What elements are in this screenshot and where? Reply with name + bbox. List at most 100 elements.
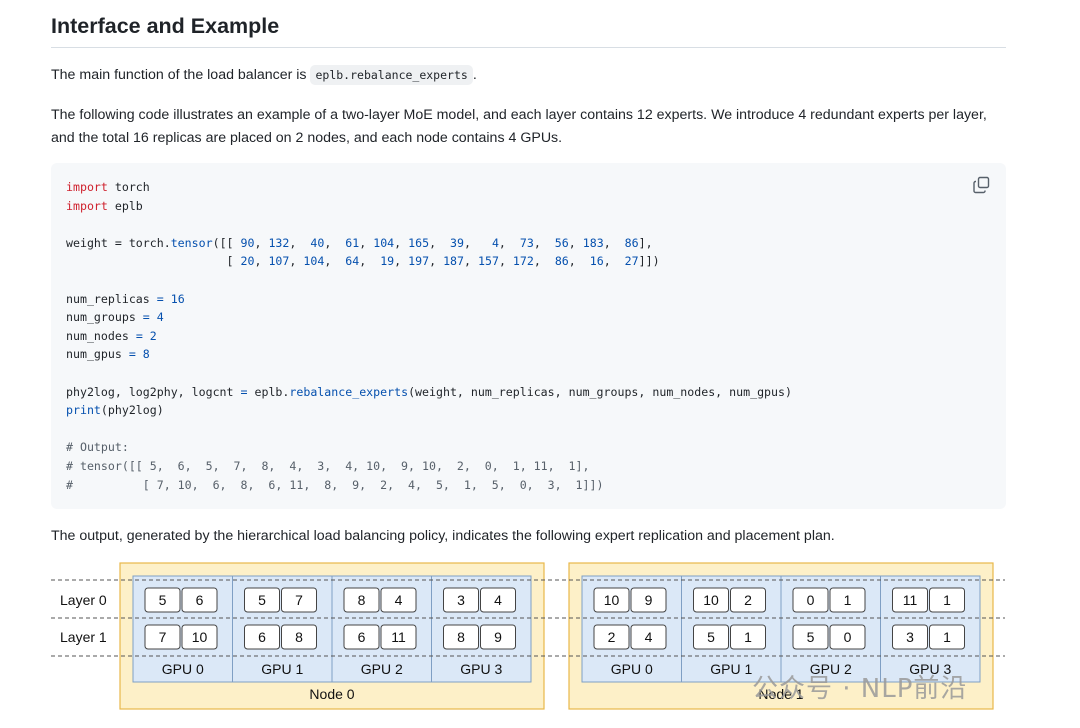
code-line: # [ 7, 10, 6, 8, 6, 11, 8, 9, 2, 4, 5, 1… [66, 476, 792, 495]
expert-id: 4 [395, 592, 403, 608]
code-token: , [429, 254, 444, 269]
code-token: , [498, 235, 520, 250]
code-token: 16 [589, 254, 604, 269]
code-token: , [289, 254, 304, 269]
intro-paragraph: The main function of the load balancer i… [51, 65, 477, 85]
output-paragraph: The output, generated by the hierarchica… [51, 528, 835, 544]
expert-id: 9 [645, 592, 653, 608]
code-line [66, 271, 792, 290]
intro-suffix: . [472, 67, 477, 83]
expert-id: 6 [196, 592, 204, 608]
code-line: weight = torch.tensor([[ 90, 132, 40, 61… [66, 234, 792, 253]
expert-cell [829, 587, 866, 613]
expert-cell [593, 587, 630, 613]
code-token: , [254, 235, 269, 250]
code-token: eplb. [247, 384, 290, 399]
section-heading: Interface and Example [51, 14, 280, 38]
expert-cell [144, 587, 181, 613]
code-token: 19 [380, 254, 395, 269]
code-token: , [603, 235, 625, 250]
code-token: , [359, 254, 381, 269]
expert-id: 8 [295, 629, 303, 645]
expert-cell [593, 624, 630, 650]
expert-id: 4 [494, 592, 502, 608]
expert-cell [281, 624, 317, 650]
code-line [66, 364, 792, 383]
code-token: 183 [582, 235, 604, 250]
watermark: 公众号 · NLP前沿 [752, 674, 968, 704]
code-token: print [66, 403, 101, 418]
code-token: num_nodes [66, 328, 136, 343]
code-token: 40 [310, 235, 325, 250]
code-token: , [533, 235, 555, 250]
expert-cell [730, 624, 766, 650]
code-token: # Output: [66, 440, 129, 455]
expert-cell [281, 587, 317, 613]
code-token: (phy2log) [100, 403, 164, 418]
gpu-label: GPU 3 [460, 661, 502, 677]
code-token: 187 [443, 254, 465, 269]
expert-id: 2 [744, 592, 752, 608]
code-token: , [254, 254, 269, 269]
description-paragraph: The following code illustrates an exampl… [51, 107, 987, 146]
code-token: 172 [512, 254, 534, 269]
expert-id: 2 [608, 629, 616, 645]
code-token [164, 292, 171, 306]
code-token: , [289, 235, 311, 250]
expert-id: 8 [457, 629, 465, 645]
gpu-label: GPU 3 [909, 661, 951, 677]
code-token: , [394, 235, 409, 250]
code-token [143, 329, 150, 343]
expert-cell [693, 624, 729, 650]
expert-cell [630, 587, 667, 613]
code-token: , [429, 235, 451, 250]
code-token: 107 [268, 254, 290, 269]
expert-cell [929, 624, 965, 650]
code-token: ], [638, 235, 653, 250]
code-token: 157 [477, 254, 499, 269]
code-token: tensor [170, 235, 213, 250]
expert-cell [443, 587, 479, 613]
code-line [66, 420, 792, 439]
inline-code: eplb.rebalance_experts [310, 65, 473, 85]
code-token: 20 [240, 254, 255, 269]
expert-id: 1 [744, 629, 752, 645]
code-token: # tensor([[ 5, 6, 5, 7, 8, 4, 3, 4, 10, … [66, 458, 590, 473]
expert-id: 10 [703, 592, 719, 608]
code-token: 104 [373, 235, 395, 250]
expert-id: 0 [807, 592, 815, 608]
code-token: 4 [156, 310, 164, 325]
gpu-label: GPU 2 [810, 661, 852, 677]
expert-id: 6 [258, 629, 266, 645]
expert-cell [343, 587, 380, 613]
expert-id: 3 [457, 592, 465, 608]
code-token: , [533, 254, 555, 269]
code-token: , [324, 235, 346, 250]
expert-cell [443, 624, 479, 650]
code-token: , [568, 235, 583, 250]
gpu-label: GPU 1 [261, 661, 303, 677]
heading-divider [51, 47, 1006, 48]
expert-id: 8 [358, 592, 366, 608]
code-line: num_replicas = 16 [66, 290, 792, 309]
gpu-label: GPU 2 [361, 661, 403, 677]
code-token: 86 [624, 235, 639, 250]
code-token: 27 [624, 254, 639, 269]
copy-icon[interactable] [972, 175, 992, 195]
code-token: , [603, 254, 625, 269]
code-token: weight = torch. [66, 235, 171, 250]
code-token: = [142, 310, 150, 325]
expert-id: 5 [707, 629, 715, 645]
code-token: 64 [345, 254, 360, 269]
expert-cell [829, 624, 866, 650]
expert-id: 5 [258, 592, 266, 608]
code-line: # tensor([[ 5, 6, 5, 7, 8, 4, 3, 4, 10, … [66, 457, 792, 476]
code-token: eplb [107, 198, 143, 213]
code-line: num_nodes = 2 [66, 327, 792, 346]
code-line: import eplb [66, 197, 792, 216]
expert-id: 6 [358, 629, 366, 645]
code-token: 132 [268, 235, 290, 250]
expert-cell [244, 624, 280, 650]
